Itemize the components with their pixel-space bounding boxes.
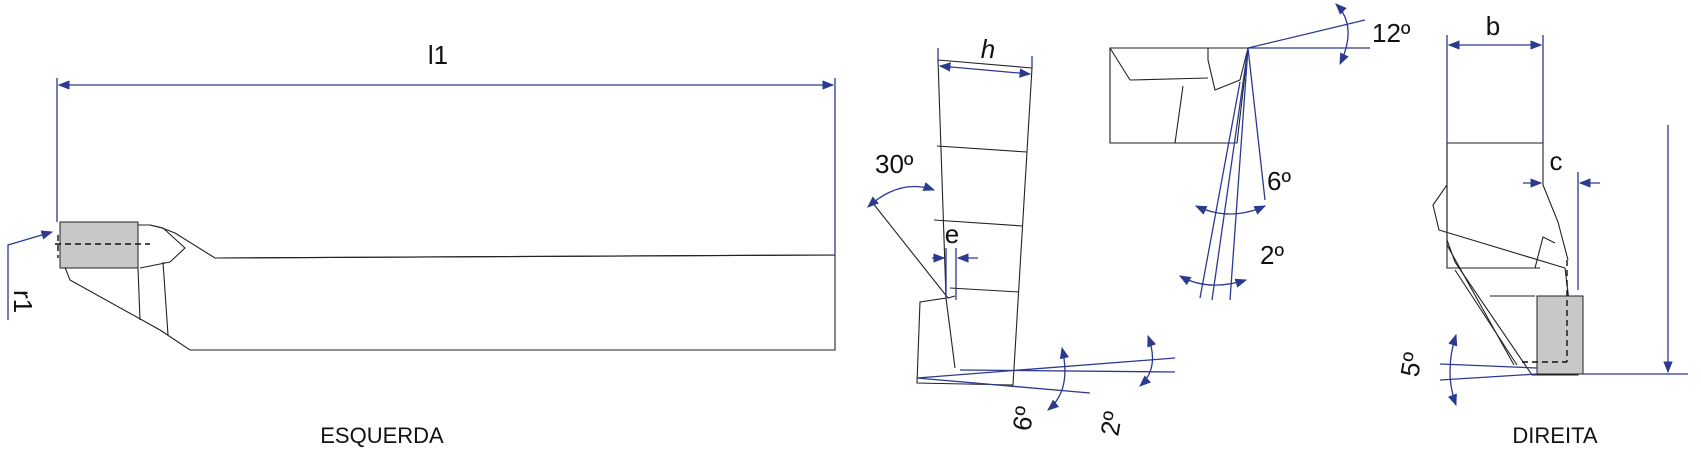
e-label: e	[945, 219, 959, 249]
right-chamfer-edge	[1446, 244, 1515, 366]
angle-6-ref-line-b	[1229, 47, 1249, 301]
front-chamfer-line	[871, 201, 956, 299]
angle-6-bottom-arc	[1047, 346, 1069, 411]
b-label: b	[1486, 11, 1500, 41]
left-tool-view: l1 r1 ESQUERDA	[7, 40, 836, 448]
front-section-line	[936, 145, 1028, 153]
shank-facet-line	[137, 267, 141, 321]
angle-2-bottom-arc	[1139, 334, 1157, 387]
l1-label: l1	[428, 40, 448, 70]
angle-12-arc	[1335, 3, 1349, 66]
shank-outline	[59, 224, 836, 351]
shank-facet-line	[162, 261, 169, 336]
r1-leader	[7, 230, 54, 320]
caption-left: ESQUERDA	[320, 423, 444, 448]
top-insert-outline	[1207, 47, 1249, 91]
front-tool-view: h 30º e 6º 2º	[867, 34, 1176, 438]
top-facet-line	[1109, 47, 1131, 81]
front-tip-line	[945, 297, 956, 369]
right-tool-view: b c 5º DIREITA	[1394, 11, 1688, 448]
angle-2-bottom-label: 2º	[1094, 409, 1128, 438]
angle-5-arc	[1448, 333, 1458, 407]
angle-6-bottom-label: 6º	[1006, 404, 1040, 433]
top-facet-line	[1129, 77, 1209, 81]
angle-5-ref-line	[1439, 363, 1538, 369]
right-cutting-insert	[1536, 295, 1584, 375]
angle-6-top-arc	[1194, 205, 1267, 215]
top-body-outline	[1109, 47, 1249, 144]
angle-5-label: 5º	[1394, 350, 1428, 379]
angle-2-ref-line	[916, 357, 1176, 379]
angle-12-label: 12º	[1372, 18, 1411, 48]
h-dimension-line	[938, 62, 1032, 78]
angle-2-ref-line	[1199, 81, 1241, 299]
top-vertical-ref	[1247, 47, 1266, 201]
shank-edge	[214, 254, 836, 259]
angle-5-ref-line-b	[1439, 373, 1538, 381]
h-label: h	[981, 34, 995, 64]
angle-30-label: 30º	[875, 149, 914, 179]
angle-6-ref-line-a	[1211, 47, 1249, 301]
tip-facet	[139, 224, 186, 269]
right-mid-outline	[1446, 236, 1556, 269]
front-section-line	[949, 287, 1020, 293]
angle-6-top-label: 6º	[1267, 166, 1291, 196]
top-tool-view: 12º 6º 2º	[1109, 3, 1411, 301]
angle-30-arc	[867, 182, 936, 208]
c-label: c	[1550, 146, 1563, 176]
angle-2-top-label: 2º	[1260, 240, 1284, 270]
caption-right: DIREITA	[1512, 423, 1597, 448]
right-chamfer-edge-inner	[1454, 269, 1518, 366]
r1-label: r1	[8, 290, 38, 313]
front-section-line	[933, 219, 1024, 227]
angle-2-top-arc	[1178, 275, 1248, 288]
cutting-insert	[59, 221, 139, 269]
top-facet-line	[1174, 85, 1184, 144]
